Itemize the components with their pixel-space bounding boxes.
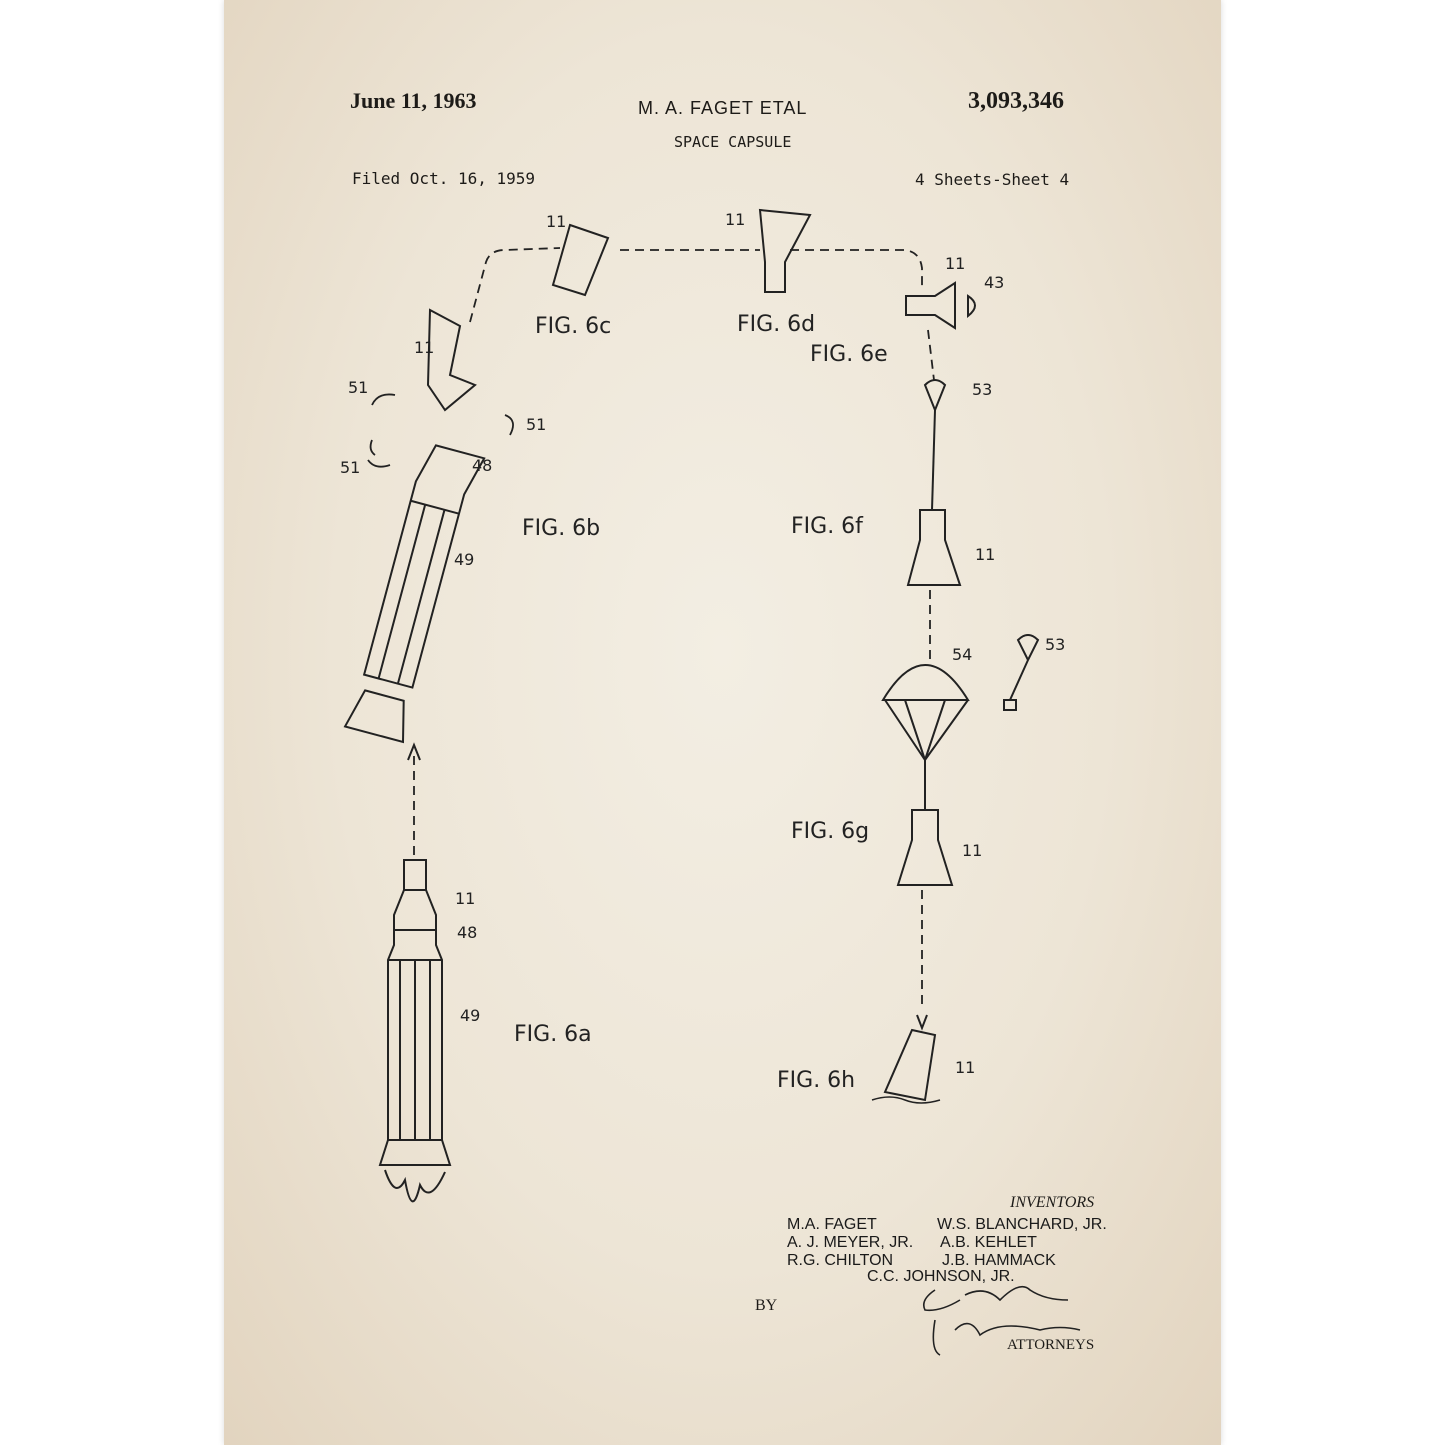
water-line: [871, 1096, 941, 1104]
fig-6e-label: FIG. 6e: [810, 342, 888, 367]
fig-6h-label: FIG. 6h: [777, 1068, 856, 1093]
ref-48: 48: [457, 923, 478, 942]
ref-11: 11: [414, 338, 435, 357]
retro-packs: [367, 393, 514, 468]
inventor-name: C.C. JOHNSON, JR.: [867, 1268, 1015, 1285]
fig-6b-label: FIG. 6b: [522, 516, 601, 541]
sheet-count: 4 Sheets-Sheet 4: [915, 170, 1070, 189]
ref-48: 48: [472, 456, 493, 475]
signatures: [922, 1285, 1081, 1356]
released-drogue: [1003, 634, 1040, 711]
ref-51: 51: [340, 458, 361, 477]
fig-6a-label: FIG. 6a: [514, 1022, 592, 1047]
ref-11: 11: [725, 210, 746, 229]
fig-6d-capsule: [758, 208, 812, 293]
ref-11: 11: [945, 254, 966, 273]
ref-51: 51: [348, 378, 369, 397]
patent-title: SPACE CAPSULE: [674, 133, 792, 151]
inventor-name: W.S. BLANCHARD, JR.: [937, 1216, 1107, 1233]
inventor-header: M. A. FAGET ETAL: [638, 98, 808, 118]
ref-11: 11: [962, 841, 983, 860]
heat-shield: [967, 294, 976, 319]
fig-6b-booster: [343, 444, 486, 744]
by-label: BY: [755, 1297, 778, 1314]
trajectory-path: [413, 247, 935, 1010]
drogue-chute: [923, 379, 947, 413]
ref-53: 53: [1045, 635, 1066, 654]
ref-11: 11: [546, 212, 567, 231]
fig-6f-capsule: [906, 509, 962, 586]
fig-6f-label: FIG. 6f: [791, 514, 863, 539]
ref-11: 11: [975, 545, 996, 564]
inventors-heading: INVENTORS: [1010, 1194, 1095, 1211]
ref-54: 54: [952, 645, 973, 664]
fig-6c-capsule: [551, 223, 610, 297]
arrow-down-icon: [916, 1014, 928, 1031]
ref-11: 11: [455, 889, 476, 908]
ref-49: 49: [460, 1006, 481, 1025]
ref-53: 53: [972, 380, 993, 399]
ref-43: 43: [984, 273, 1005, 292]
inventor-name: A. J. MEYER, JR.: [787, 1234, 914, 1251]
fig-6h-capsule: [883, 1028, 937, 1102]
fig-6g-label: FIG. 6g: [791, 819, 870, 844]
patent-sheet: [224, 0, 1221, 1445]
fig-6e-capsule: [905, 281, 956, 330]
main-parachute: [881, 664, 970, 762]
inventor-name: M.A. FAGET: [787, 1216, 877, 1233]
fig-6b-capsule: [426, 308, 477, 412]
fig-6a-rocket: [378, 859, 452, 1203]
filed-date: Filed Oct. 16, 1959: [352, 169, 536, 188]
inventor-name: R.G. CHILTON: [787, 1252, 894, 1269]
inventor-name: A.B. KEHLET: [940, 1234, 1037, 1251]
fig-6d-label: FIG. 6d: [737, 312, 816, 337]
inventor-name: J.B. HAMMACK: [942, 1252, 1056, 1269]
fig-6g-capsule: [896, 809, 954, 886]
arrow-up-icon: [407, 742, 421, 761]
ref-11: 11: [955, 1058, 976, 1077]
ref-49: 49: [454, 550, 475, 569]
attorneys-label: ATTORNEYS: [1007, 1337, 1095, 1353]
patent-number: 3,093,346: [968, 88, 1064, 114]
ref-51: 51: [526, 415, 547, 434]
fig-6c-label: FIG. 6c: [535, 314, 612, 339]
patent-date: June 11, 1963: [350, 88, 477, 113]
